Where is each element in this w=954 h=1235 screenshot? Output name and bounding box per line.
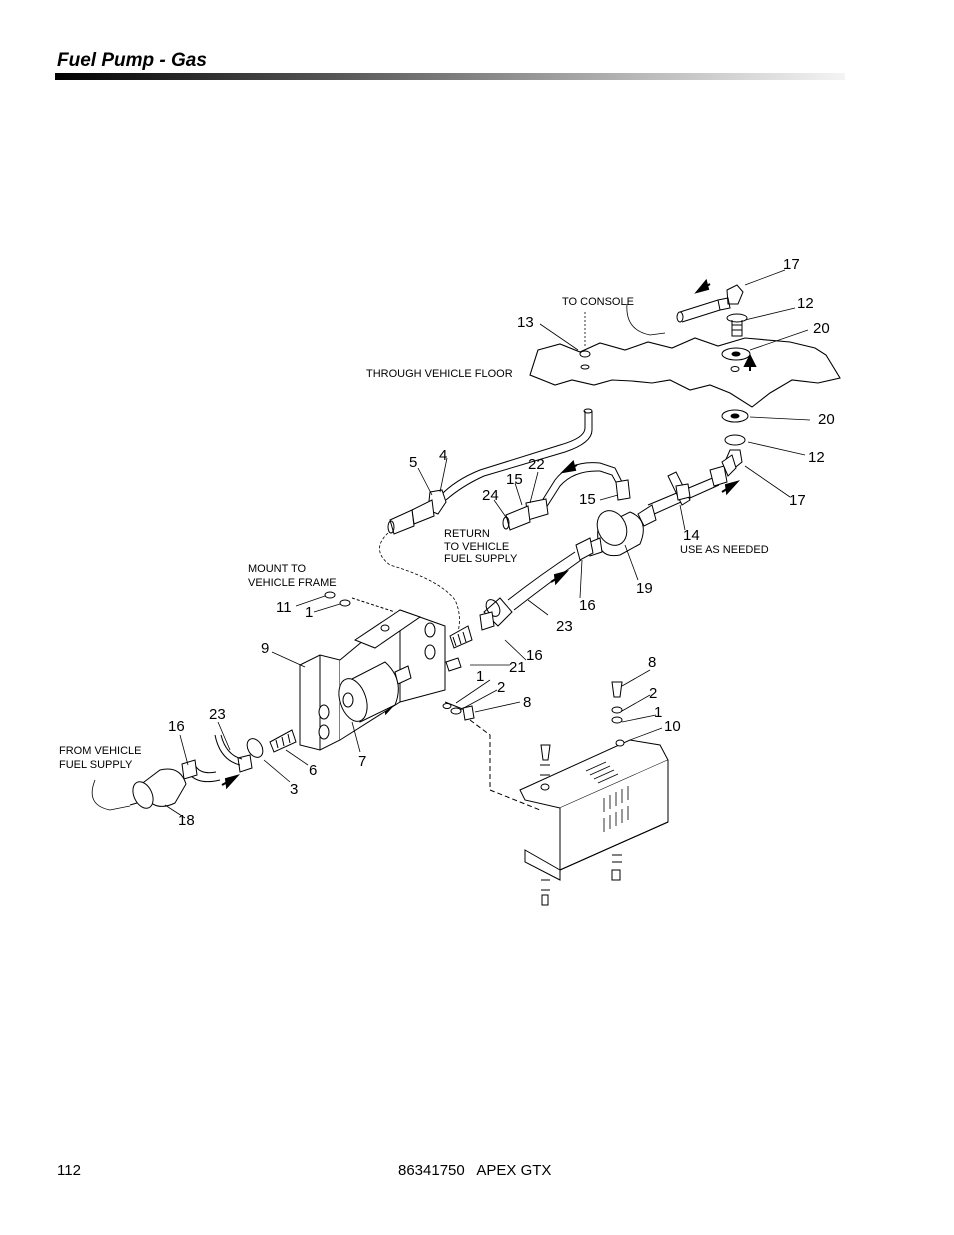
note-use-as-needed: USE AS NEEDED (680, 544, 769, 556)
callout-13: 13 (517, 314, 534, 331)
return-hose (502, 462, 631, 531)
filter-19 (575, 504, 657, 561)
pump-outlet-hose (479, 551, 582, 631)
callout-9: 9 (261, 640, 269, 657)
callout-12: 12 (797, 295, 814, 312)
note-return-line3: FUEL SUPPLY (444, 553, 518, 565)
callout-17: 17 (789, 492, 806, 509)
inlet-line (91, 729, 297, 811)
vehicle-floor-plate (529, 337, 841, 408)
lower-floor-fittings (721, 409, 749, 471)
top-elbow-fitting (626, 284, 744, 336)
callout-15: 15 (579, 491, 596, 508)
callout-2: 2 (649, 685, 657, 702)
note-from-line1: FROM VEHICLE (59, 745, 142, 757)
pump-cover-10 (519, 681, 669, 906)
fitting-21 (445, 625, 473, 672)
page-title: Fuel Pump - Gas (57, 50, 207, 71)
callout-22: 22 (528, 456, 545, 473)
supply-hose (379, 408, 593, 633)
callout-5: 5 (409, 454, 417, 471)
callout-7: 7 (358, 753, 366, 770)
title-rule (55, 73, 845, 80)
note-through-floor: THROUGH VEHICLE FLOOR (366, 368, 513, 380)
callout-numbers: 17 12 20 13 20 12 17 5 4 22 15 24 15 14 … (168, 256, 835, 829)
note-to-console: TO CONSOLE (562, 296, 634, 308)
callout-12: 12 (808, 449, 825, 466)
note-mount-line2: VEHICLE FRAME (248, 577, 337, 589)
callout-11: 11 (276, 599, 292, 616)
callout-16: 16 (168, 718, 185, 735)
flow-arrows (221, 278, 757, 790)
cover-vent-grid (585, 761, 629, 832)
callout-1: 1 (476, 668, 484, 685)
callout-4: 4 (439, 447, 447, 464)
note-mount-line1: MOUNT TO (248, 563, 307, 575)
diagram-notes: TO CONSOLE THROUGH VEHICLE FLOOR RETURN … (59, 296, 769, 771)
mount-hardware (324, 591, 475, 721)
callout-6: 6 (309, 762, 317, 779)
note-return-line1: RETURN (444, 528, 490, 540)
callout-23: 23 (556, 618, 573, 635)
callout-17: 17 (783, 256, 800, 273)
callout-21: 21 (509, 659, 526, 676)
callout-16: 16 (526, 647, 543, 664)
note-return-line2: TO VEHICLE (444, 541, 509, 553)
callout-8: 8 (648, 654, 656, 671)
note-from-line2: FUEL SUPPLY (59, 759, 133, 771)
callout-18: 18 (178, 812, 195, 829)
callout-1: 1 (654, 704, 662, 721)
callout-2: 2 (497, 679, 505, 696)
callout-24: 24 (482, 487, 499, 504)
callout-3: 3 (290, 781, 298, 798)
top-grommet (721, 313, 751, 361)
callout-16: 16 (579, 597, 596, 614)
callout-14: 14 (683, 527, 700, 544)
fuel-pump-7 (338, 661, 412, 723)
document-id: 86341750 APEX GTX (398, 1162, 552, 1179)
callout-19: 19 (636, 580, 653, 597)
callout-20: 20 (818, 411, 835, 428)
callout-20: 20 (813, 320, 830, 337)
leader-lines (164, 269, 811, 819)
callout-15: 15 (506, 471, 523, 488)
callout-8: 8 (523, 694, 531, 711)
callout-23: 23 (209, 706, 226, 723)
right-fuel-line (647, 454, 737, 516)
callout-1: 1 (305, 604, 313, 621)
callout-10: 10 (664, 718, 681, 735)
page-number: 112 (57, 1162, 81, 1179)
